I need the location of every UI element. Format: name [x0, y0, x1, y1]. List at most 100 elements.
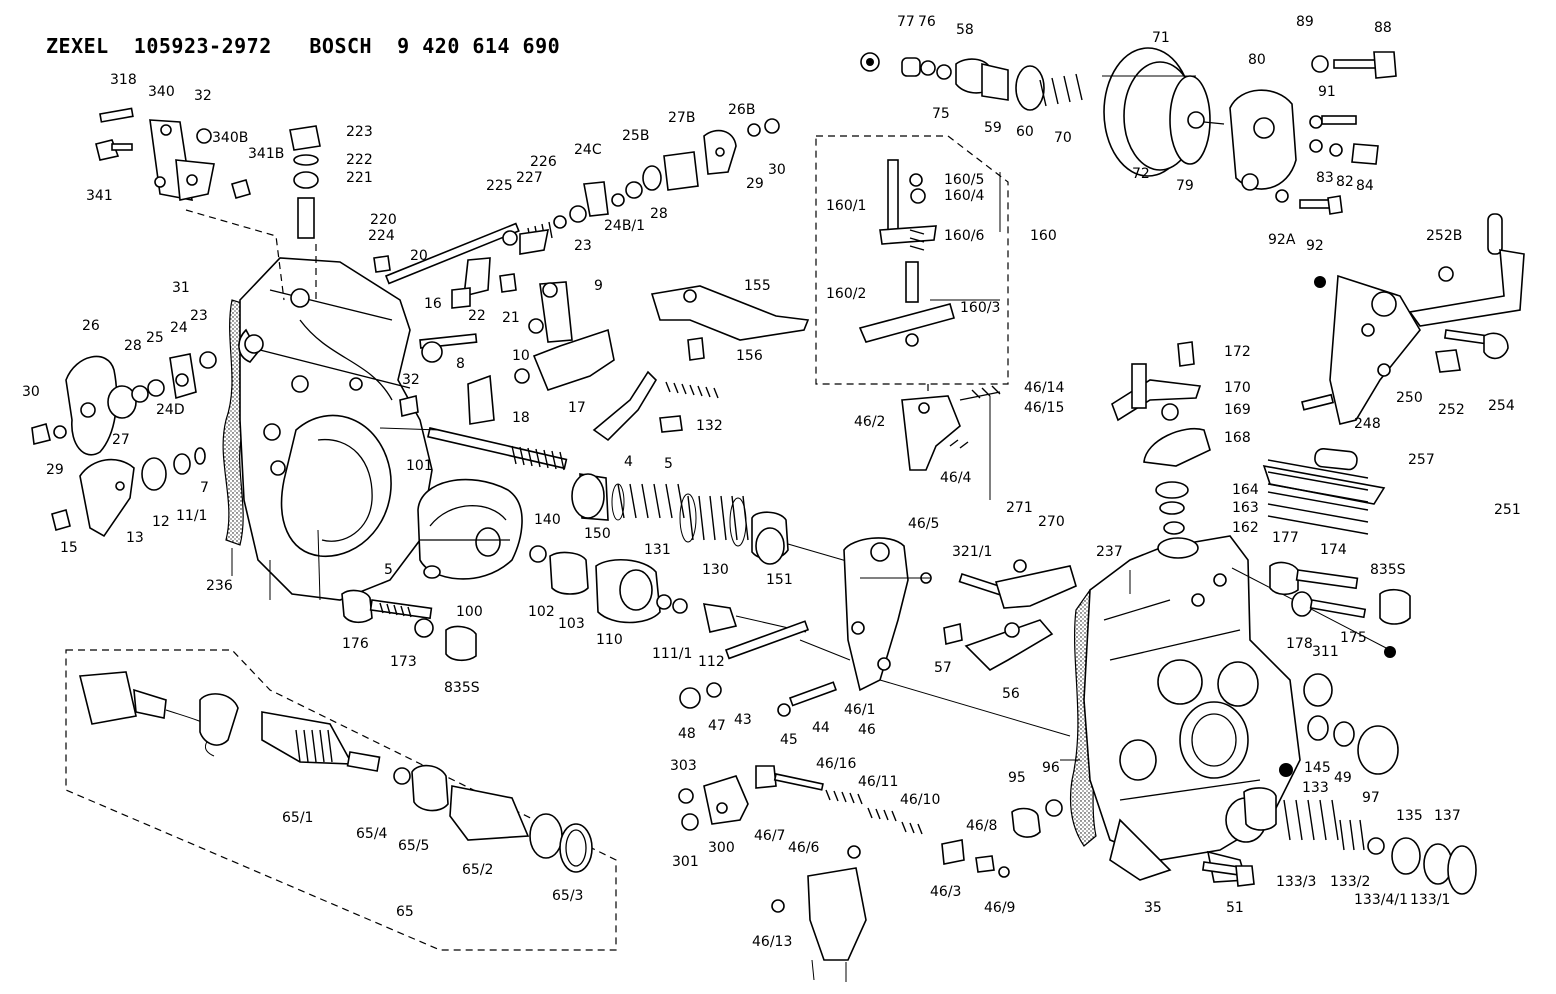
- callout-label: 257: [1408, 452, 1435, 468]
- callout-label: 11/1: [176, 508, 208, 524]
- callout-label: 341B: [248, 146, 285, 162]
- callout-label: 26: [82, 318, 100, 334]
- callout-label: 176: [342, 636, 369, 652]
- callout-label: 91: [1318, 84, 1336, 100]
- distributor-head-housing: [1070, 535, 1396, 883]
- callout-label: 24: [170, 320, 188, 336]
- callout-label: 12: [152, 514, 170, 530]
- callout-label: 43: [734, 712, 752, 728]
- linkage-46: [679, 385, 1001, 717]
- callout-label: 112: [698, 654, 725, 670]
- callout-label: 45: [780, 732, 798, 748]
- lever-arms: [399, 281, 615, 425]
- callout-label: 72: [1132, 166, 1150, 182]
- callout-label: 133/3: [1276, 874, 1317, 890]
- lever-assembly-160: [815, 135, 1009, 396]
- callout-label: 340: [148, 84, 175, 100]
- callout-label: 8: [456, 356, 465, 372]
- callout-label: 29: [46, 462, 64, 478]
- callout-label: 301: [672, 854, 699, 870]
- callout-label: 13: [126, 530, 144, 546]
- upper-shaft-assembly: [373, 118, 780, 309]
- left-lever-parts: [31, 351, 217, 538]
- callout-label: 248: [1354, 416, 1381, 432]
- callout-label: 46/4: [940, 470, 972, 486]
- callout-label: 251: [1494, 502, 1521, 518]
- callout-label: 103: [558, 616, 585, 632]
- callout-label: 46/13: [752, 934, 793, 950]
- callout-label: 29: [746, 176, 764, 192]
- callout-label: 46/6: [788, 840, 820, 856]
- callout-label: 27B: [668, 110, 696, 126]
- callout-label: 145: [1304, 760, 1331, 776]
- callout-label: 10: [512, 348, 530, 364]
- callout-label: 65/3: [552, 888, 584, 904]
- callout-label: 26B: [728, 102, 756, 118]
- callout-label: 46/2: [854, 414, 886, 430]
- callout-label: 27: [112, 432, 130, 448]
- callout-label: 174: [1320, 542, 1347, 558]
- callout-label: 254: [1488, 398, 1515, 414]
- callout-label: 82: [1336, 174, 1354, 190]
- callout-label: 48: [678, 726, 696, 742]
- callout-label: 227: [516, 170, 543, 186]
- plunger-parts-16x: [1111, 341, 1211, 535]
- callout-label: 58: [956, 22, 974, 38]
- callout-label: 133/4/1: [1354, 892, 1408, 908]
- upper-left-brackets: [95, 107, 321, 301]
- callout-label: 65/1: [282, 810, 314, 826]
- callout-label: 77: [897, 14, 915, 30]
- callout-label: 4: [624, 454, 633, 470]
- callout-label: 132: [696, 418, 723, 434]
- callout-label: 252: [1438, 402, 1465, 418]
- callout-label: 177: [1272, 530, 1299, 546]
- callout-label: 271: [1006, 500, 1033, 516]
- callout-label: 65/2: [462, 862, 494, 878]
- callout-label: 28: [124, 338, 142, 354]
- callout-label: 156: [736, 348, 763, 364]
- callout-label: 32: [402, 372, 420, 388]
- callout-label: 151: [766, 572, 793, 588]
- callout-label: 59: [984, 120, 1002, 136]
- adjusting-screw-parts: [341, 589, 477, 662]
- callout-label: 164: [1232, 482, 1259, 498]
- callout-label: 80: [1248, 52, 1266, 68]
- bracket-155: [592, 285, 810, 442]
- boost-compensator: [860, 47, 1397, 215]
- callout-label: 88: [1374, 20, 1392, 36]
- main-pump-housing: [222, 257, 433, 601]
- callout-label: 178: [1286, 636, 1313, 652]
- callout-label: 83: [1316, 170, 1334, 186]
- callout-label: 236: [206, 578, 233, 594]
- callout-label: 160/6: [944, 228, 985, 244]
- callout-label: 20: [410, 248, 428, 264]
- callout-label: 131: [644, 542, 671, 558]
- callout-label: 101: [406, 458, 433, 474]
- callout-label: 160/5: [944, 172, 985, 188]
- callout-label: 162: [1232, 520, 1259, 536]
- callout-label: 25B: [622, 128, 650, 144]
- right-screw-parts: [1269, 561, 1411, 775]
- callout-label: 24B/1: [604, 218, 646, 234]
- callout-label: 46/5: [908, 516, 940, 532]
- callout-label: 23: [190, 308, 208, 324]
- callout-label: 46/9: [984, 900, 1016, 916]
- callout-label: 17: [568, 400, 586, 416]
- callout-label: 65: [396, 904, 414, 920]
- callout-label: 5: [664, 456, 673, 472]
- callout-label: 321/1: [952, 544, 993, 560]
- callout-label: 23: [574, 238, 592, 254]
- callout-label: 44: [812, 720, 830, 736]
- callout-label: 46/7: [754, 828, 786, 844]
- solenoid-valve-parts: [1011, 787, 1477, 895]
- callout-label: 76: [918, 14, 936, 30]
- callout-label: 56: [1002, 686, 1020, 702]
- callout-label: 84: [1356, 178, 1374, 194]
- governor-springs: [571, 473, 851, 565]
- callout-label: 100: [456, 604, 483, 620]
- callout-label: 22: [468, 308, 486, 324]
- callout-label: 46/15: [1024, 400, 1065, 416]
- callout-label: 311: [1312, 644, 1339, 660]
- callout-label: 25: [146, 330, 164, 346]
